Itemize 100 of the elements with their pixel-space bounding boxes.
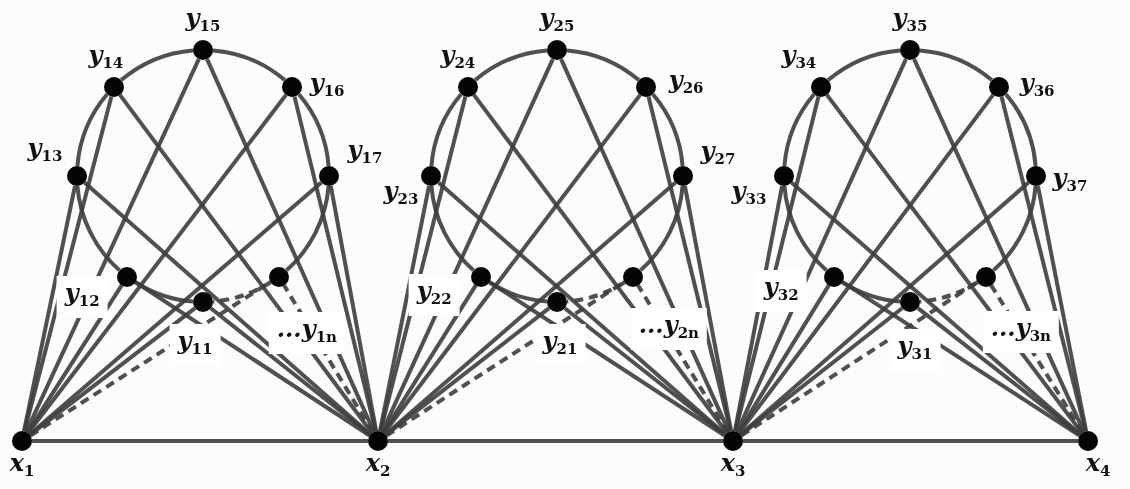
vertex-dot (989, 76, 1010, 97)
vertex-label: y$_{23}$ (383, 178, 419, 210)
edge-line (75, 185, 121, 272)
dashed-edge (566, 280, 626, 304)
vertex-label: y$_{31}$ (889, 329, 941, 371)
vertex-dot (319, 166, 339, 186)
edge-line (1004, 93, 1038, 167)
edge-line (919, 48, 993, 82)
vertex-dot (975, 266, 996, 287)
vertex-label: y$_{21}$ (534, 324, 586, 366)
vertex-label: y$_{33}$ (731, 178, 767, 210)
vertex-label: ...y$_{1n}$ (268, 311, 345, 354)
edge-line (75, 93, 109, 167)
vertex-label: y$_{25}$ (539, 5, 575, 37)
vertex-dot (723, 431, 743, 451)
edge-line (22, 96, 114, 432)
edge-line (384, 181, 677, 436)
edge-line (474, 48, 548, 82)
vertex-label: y$_{24}$ (440, 41, 476, 74)
vertex-dot (824, 266, 845, 287)
edge-line (782, 93, 816, 167)
vertex-label: y$_{32}$ (755, 269, 807, 312)
vertex-label: y$_{12}$ (56, 275, 108, 318)
edge-line (118, 93, 374, 435)
edge-line (782, 185, 828, 272)
vertex-dot (673, 166, 693, 186)
edge-line (429, 185, 475, 272)
vertex-dot (268, 266, 289, 287)
vertex-label: y$_{13}$ (27, 135, 63, 167)
edge-line (83, 181, 372, 436)
vertex-dot (421, 166, 441, 186)
vertex-dot (368, 431, 388, 451)
vertex-label: y$_{17}$ (347, 137, 383, 169)
vertex-dot (547, 40, 567, 60)
dashed-edge (740, 280, 979, 438)
vertex-label: ...y$_{3n}$ (982, 310, 1059, 353)
edge-line (297, 93, 331, 167)
vertex-dot (67, 166, 87, 186)
edge-line (24, 58, 201, 433)
edge-line (825, 93, 1084, 435)
vertex-dot (774, 166, 794, 186)
vertex-dot (12, 431, 32, 451)
edge-line (472, 93, 729, 435)
vertex-label: x$_{4}$ (1085, 450, 1111, 482)
vertex-dot (193, 40, 213, 60)
edge-line (120, 48, 194, 82)
vertex-label: y$_{14}$ (88, 41, 124, 74)
edge-line (22, 185, 77, 432)
edge-line (285, 185, 331, 272)
dashed-edge (212, 280, 272, 304)
vertex-dot (193, 292, 213, 312)
edge-line (134, 280, 371, 438)
vertex-dot (622, 266, 643, 287)
edge-line (737, 93, 995, 435)
vertex-dot (457, 76, 478, 97)
vertex-label: y$_{16}$ (309, 69, 345, 102)
edge-line (380, 58, 555, 433)
edge-line (382, 93, 642, 435)
vertex-label: y$_{37}$ (1052, 165, 1088, 197)
vertex-dot (810, 76, 831, 97)
vertex-label: y$_{26}$ (668, 66, 704, 99)
vertex-label: y$_{22}$ (408, 273, 460, 316)
edge-line (682, 185, 734, 432)
vertex-dot (103, 76, 124, 97)
edge-line (739, 181, 1030, 436)
edge-line (639, 185, 685, 272)
edge-line (212, 48, 286, 82)
vertex-dot (1026, 166, 1046, 186)
edge-line (26, 93, 288, 435)
edge-line (429, 93, 463, 167)
vertex-dot (117, 266, 138, 287)
edge-line (32, 439, 368, 443)
vertex-dot (471, 266, 492, 287)
edge-line (328, 185, 379, 432)
vertex-label: x$_{3}$ (720, 450, 746, 482)
vertex-label: y$_{15}$ (185, 5, 221, 37)
vertex-label: y$_{11}$ (169, 324, 221, 366)
edge-line (1035, 185, 1089, 432)
edge-line (437, 181, 727, 436)
edge-line (790, 181, 1082, 436)
edge-line (733, 96, 821, 432)
vertex-label: y$_{35}$ (892, 5, 928, 37)
edge-line (488, 280, 726, 438)
vertex-dot (636, 76, 657, 97)
edge-line (378, 96, 468, 432)
vertex-dot (1078, 431, 1098, 451)
vertex-label: ...y$_{2n}$ (630, 307, 707, 350)
vertex-dot (900, 40, 920, 60)
edge-line (651, 93, 685, 167)
edge-line (743, 439, 1078, 443)
edge-line (841, 280, 1081, 438)
dashed-edge (919, 280, 979, 304)
vertex-label: y$_{36}$ (1019, 69, 1055, 102)
vertex-dot (282, 76, 303, 97)
edge-line (735, 58, 908, 433)
vertex-label: x$_{1}$ (9, 450, 35, 482)
edge-line (566, 48, 640, 82)
vertex-label: x$_{2}$ (365, 450, 391, 482)
edge-line (378, 185, 431, 432)
edge-line (388, 439, 723, 443)
